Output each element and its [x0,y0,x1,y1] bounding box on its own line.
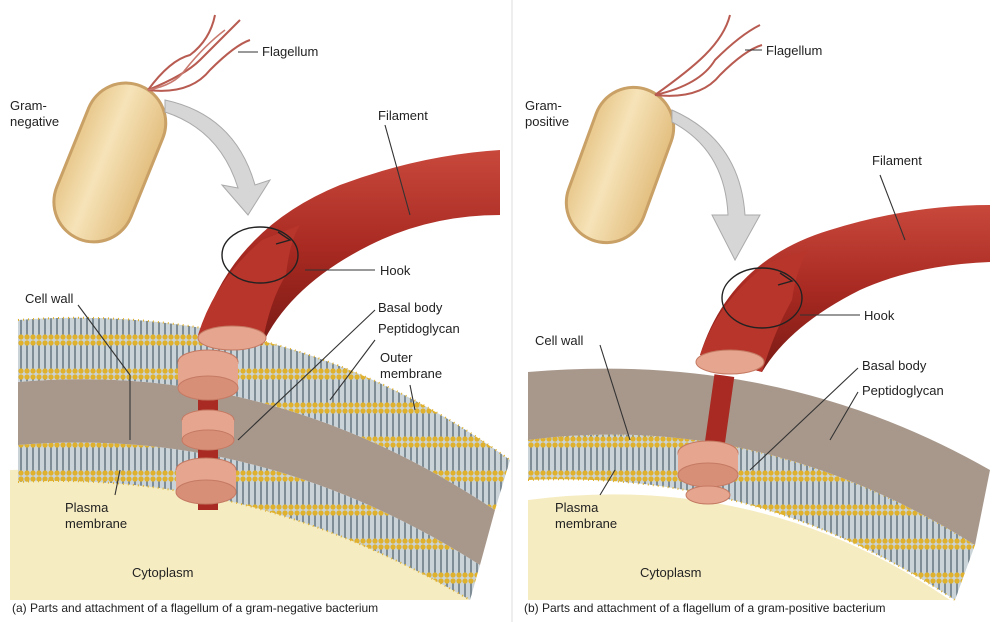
zoom-arrow-a [165,100,270,215]
label-hook-a: Hook [380,263,411,278]
bacterium-a [42,71,178,254]
label-outer-membrane-a: Outer membrane [380,350,442,381]
label-basal-body-a: Basal body [378,300,443,315]
label-peptidoglycan-a: Peptidoglycan [378,321,460,336]
label-hook-b: Hook [864,308,895,323]
label-gram-positive: Gram- positive [525,98,569,129]
label-flagellum-a: Flagellum [262,44,318,59]
label-cytoplasm-a: Cytoplasm [132,565,193,580]
zoom-arrow-b [672,110,760,260]
caption-a: (a) Parts and attachment of a flagellum … [12,601,378,615]
bacterium-b [555,76,685,254]
label-flagellum-b: Flagellum [766,43,822,58]
label-filament-a: Filament [378,108,428,123]
label-cytoplasm-b: Cytoplasm [640,565,701,580]
panel-a: Flagellum Gram- negative Filament Hook B… [10,15,510,615]
label-cell-wall-a: Cell wall [25,291,74,306]
label-cell-wall-b: Cell wall [535,333,584,348]
label-gram-negative: Gram- negative [10,98,59,129]
label-basal-body-b: Basal body [862,358,927,373]
caption-b: (b) Parts and attachment of a flagellum … [524,601,886,615]
label-peptidoglycan-b: Peptidoglycan [862,383,944,398]
panel-b: Flagellum Gram- positive Filament Hook B… [524,15,990,615]
label-filament-b: Filament [872,153,922,168]
